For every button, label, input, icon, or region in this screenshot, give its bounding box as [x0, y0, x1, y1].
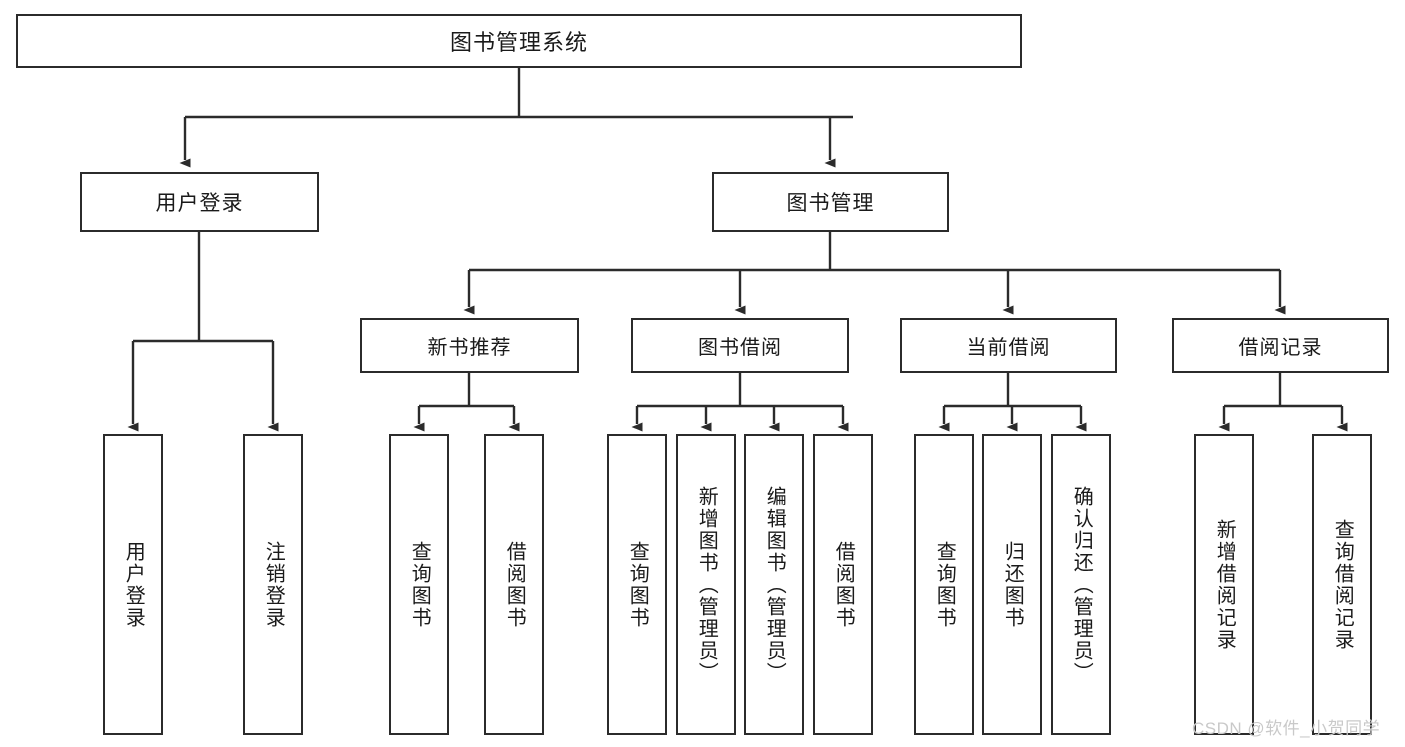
node-book-manage-label: 图书管理 — [786, 192, 875, 215]
leaf-query-book-2[interactable]: 查询图书 — [607, 434, 667, 735]
node-new-book-recommend-label: 新书推荐 — [427, 337, 512, 359]
leaf-confirm-return[interactable]: 确认归还（管理员） — [1051, 434, 1111, 735]
node-book-manage[interactable]: 图书管理 — [712, 172, 949, 232]
leaf-user-logout-label: 注销登录 — [262, 540, 285, 629]
leaf-borrow-book-1-label: 借阅图书 — [503, 540, 526, 629]
leaf-query-book-1[interactable]: 查询图书 — [389, 434, 449, 735]
leaf-user-login-label: 用户登录 — [122, 540, 145, 629]
leaf-query-book-2-label: 查询图书 — [626, 540, 649, 629]
leaf-edit-book-label: 编辑图书（管理员） — [763, 485, 786, 684]
leaf-query-record-label: 查询借阅记录 — [1331, 518, 1354, 651]
leaf-add-book[interactable]: 新增图书（管理员） — [676, 434, 736, 735]
node-user-login[interactable]: 用户登录 — [80, 172, 319, 232]
leaf-add-book-label: 新增图书（管理员） — [695, 485, 718, 684]
leaf-add-record[interactable]: 新增借阅记录 — [1194, 434, 1254, 735]
leaf-user-login[interactable]: 用户登录 — [103, 434, 163, 735]
node-current-borrow-label: 当前借阅 — [966, 337, 1051, 359]
node-borrow-record[interactable]: 借阅记录 — [1172, 318, 1389, 373]
leaf-add-record-label: 新增借阅记录 — [1213, 518, 1236, 651]
node-book-borrow-label: 图书借阅 — [698, 337, 782, 359]
leaf-edit-book[interactable]: 编辑图书（管理员） — [744, 434, 804, 735]
leaf-return-book[interactable]: 归还图书 — [982, 434, 1042, 735]
watermark: CSDN @软件_小贺同学 — [1192, 719, 1381, 738]
node-borrow-record-label: 借阅记录 — [1238, 337, 1323, 359]
leaf-query-book-3-label: 查询图书 — [933, 540, 956, 629]
node-book-borrow[interactable]: 图书借阅 — [631, 318, 849, 373]
leaf-borrow-book-2-label: 借阅图书 — [832, 540, 855, 629]
leaf-query-record[interactable]: 查询借阅记录 — [1312, 434, 1372, 735]
leaf-borrow-book-1[interactable]: 借阅图书 — [484, 434, 544, 735]
node-root-label: 图书管理系统 — [449, 30, 588, 55]
leaf-borrow-book-2[interactable]: 借阅图书 — [813, 434, 873, 735]
node-new-book-recommend[interactable]: 新书推荐 — [360, 318, 579, 373]
leaf-user-logout[interactable]: 注销登录 — [243, 434, 303, 735]
node-user-login-label: 用户登录 — [155, 192, 244, 215]
node-current-borrow[interactable]: 当前借阅 — [900, 318, 1117, 373]
node-root[interactable]: 图书管理系统 — [16, 14, 1022, 68]
leaf-query-book-3[interactable]: 查询图书 — [914, 434, 974, 735]
leaf-return-book-label: 归还图书 — [1001, 540, 1024, 629]
leaf-confirm-return-label: 确认归还（管理员） — [1070, 485, 1093, 684]
leaf-query-book-1-label: 查询图书 — [408, 540, 431, 629]
